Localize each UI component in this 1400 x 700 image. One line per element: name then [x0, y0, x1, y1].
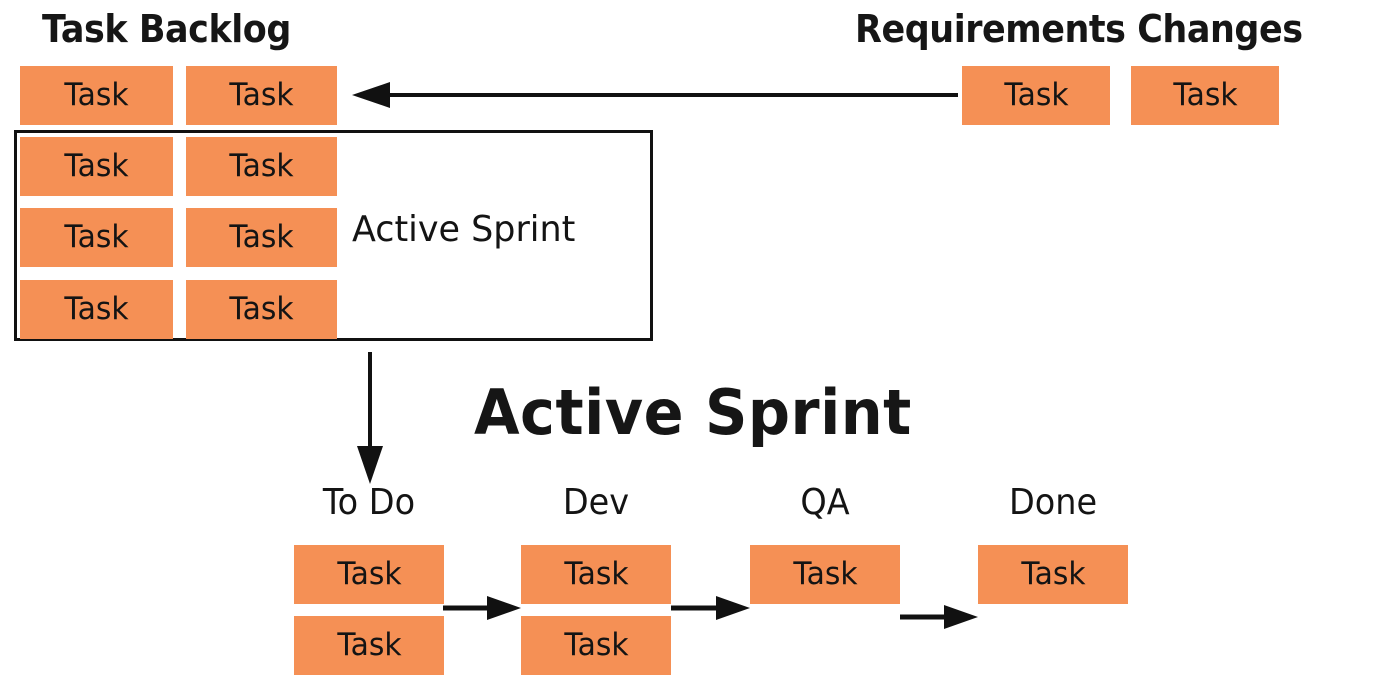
backlog-task-card[interactable]: Task [186, 66, 337, 125]
backlog-task-card[interactable]: Task [20, 66, 173, 125]
board-task-card-qa[interactable]: Task [750, 545, 900, 604]
dev-to-qa-arrow [671, 596, 750, 620]
sprint-task-card[interactable]: Task [186, 208, 337, 267]
column-header-done: Done [1008, 482, 1098, 523]
requirements-to-backlog-arrow [352, 82, 958, 108]
task-backlog-title: Task Backlog [42, 7, 291, 51]
task-label: Task [336, 556, 402, 592]
qa-to-done-arrow [900, 605, 978, 629]
task-label: Task [229, 291, 294, 327]
task-label: Task [64, 77, 129, 113]
task-label: Task [1172, 77, 1238, 113]
task-label: Task [229, 219, 294, 255]
task-label: Task [1020, 556, 1086, 592]
task-label: Task [64, 291, 129, 327]
column-header-qa: QA [800, 482, 850, 523]
sprint-task-card[interactable]: Task [20, 280, 173, 339]
requirements-changes-title: Requirements Changes [855, 7, 1303, 51]
active-sprint-board-title: Active Sprint [474, 376, 912, 449]
column-header-dev: Dev [562, 482, 630, 523]
board-task-card-to-do[interactable]: Task [294, 545, 444, 604]
sprint-to-board-arrow [357, 352, 383, 484]
sprint-task-card[interactable]: Task [186, 280, 337, 339]
task-label: Task [229, 148, 294, 184]
board-task-card-dev[interactable]: Task [521, 545, 671, 604]
board-task-card-dev[interactable]: Task [521, 616, 671, 675]
task-label: Task [563, 556, 629, 592]
task-label: Task [792, 556, 858, 592]
sprint-task-card[interactable]: Task [20, 137, 173, 196]
task-label: Task [1003, 77, 1069, 113]
requirements-task-card[interactable]: Task [962, 66, 1110, 125]
requirements-task-card[interactable]: Task [1131, 66, 1279, 125]
sprint-task-card[interactable]: Task [20, 208, 173, 267]
sprint-task-card[interactable]: Task [186, 137, 337, 196]
board-task-card-to-do[interactable]: Task [294, 616, 444, 675]
task-label: Task [64, 219, 129, 255]
active-sprint-box-label: Active Sprint [352, 209, 576, 250]
board-task-card-done[interactable]: Task [978, 545, 1128, 604]
task-label: Task [336, 627, 402, 663]
task-label: Task [563, 627, 629, 663]
task-label: Task [229, 77, 294, 113]
task-label: Task [64, 148, 129, 184]
active-sprint-container [14, 130, 653, 341]
todo-to-dev-arrow [443, 596, 521, 620]
column-header-to-do: To Do [322, 482, 416, 523]
